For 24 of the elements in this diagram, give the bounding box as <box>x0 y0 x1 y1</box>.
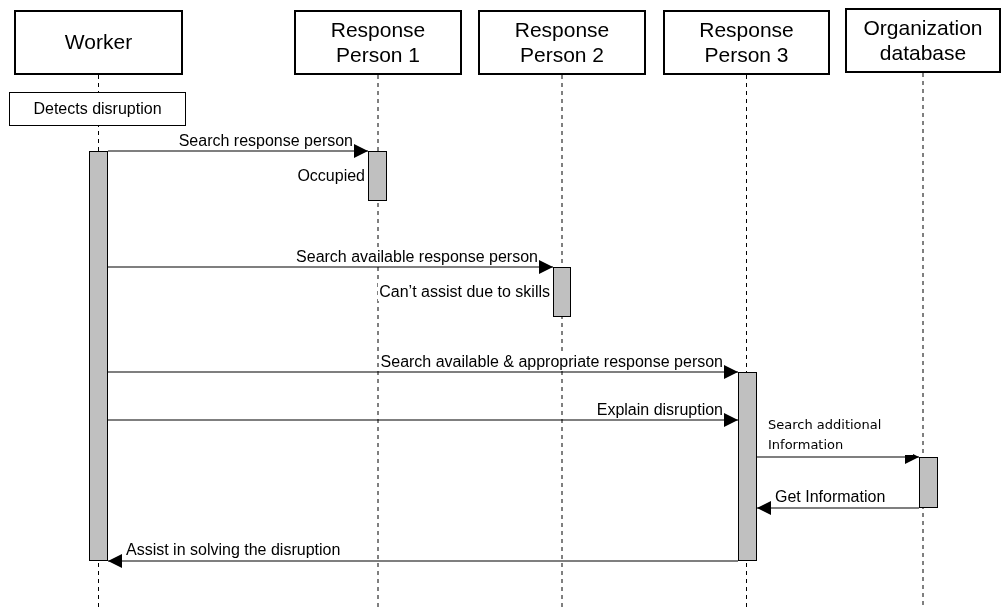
message-arrow <box>107 144 369 158</box>
lifeline-header: Response Person 3 <box>663 10 830 75</box>
activation-note: Occupied <box>296 167 366 185</box>
activation-bar <box>738 372 757 561</box>
activation-bar <box>919 457 938 508</box>
message-arrow <box>107 260 554 274</box>
activation-note: Can’t assist due to skills <box>378 283 551 301</box>
message-arrow <box>107 554 739 568</box>
edge-label: Search response person <box>177 132 354 150</box>
message-arrow <box>107 413 739 427</box>
message-arrow <box>756 501 920 515</box>
activation-bar <box>553 267 571 317</box>
lifeline-header: Response Person 1 <box>294 10 462 75</box>
lifeline-header: Response Person 2 <box>478 10 646 75</box>
activation-bar <box>368 151 387 201</box>
edge-label: Search available response person <box>295 248 539 266</box>
lifeline-header: Worker <box>14 10 183 75</box>
lifeline-header: Organization database <box>845 8 1001 73</box>
message-arrow <box>107 365 739 379</box>
edge-label: Assist in solving the disruption <box>125 541 342 559</box>
edge-label: Search available & appropriate response person <box>379 353 724 371</box>
edge-label: Explain disruption <box>595 401 724 419</box>
event-box: Detects disruption <box>9 92 186 126</box>
activation-bar <box>89 151 108 561</box>
